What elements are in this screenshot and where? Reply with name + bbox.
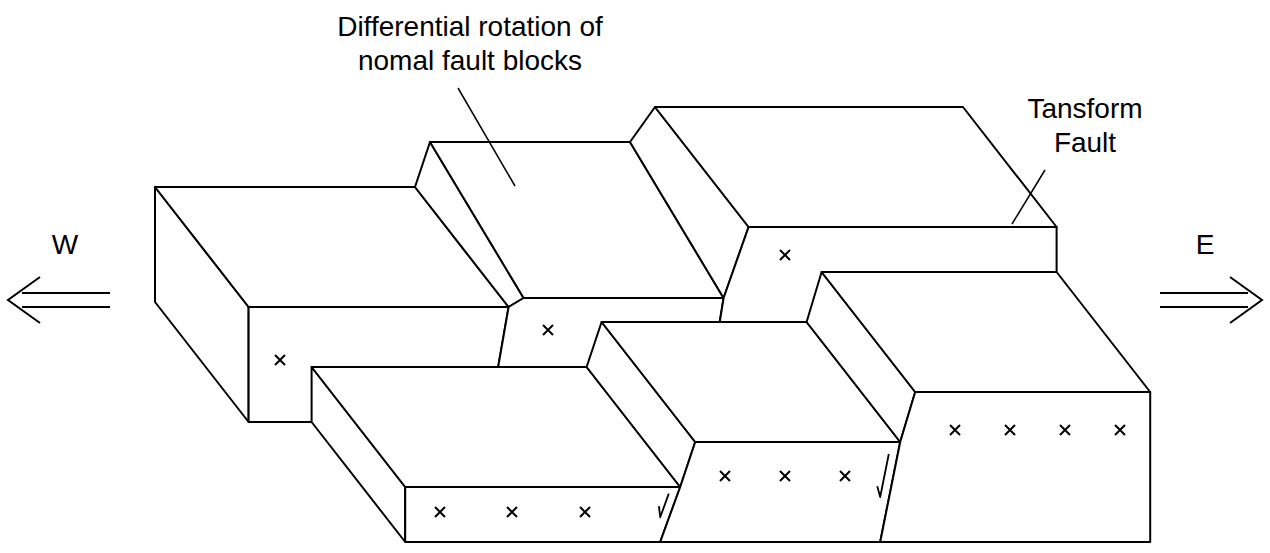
callout-label: Differential rotation of nomal fault blo… <box>320 10 620 77</box>
extension-arrows <box>8 277 1262 323</box>
cross-symbol <box>950 425 960 435</box>
slip-half-arrow <box>659 494 669 518</box>
cross-symbol <box>780 250 790 260</box>
extension-arrow <box>8 277 110 323</box>
fault-blocks <box>155 107 1150 542</box>
cross-symbol <box>840 471 850 481</box>
cross-symbol <box>275 355 285 365</box>
cross-symbol <box>1060 425 1070 435</box>
cross-symbol <box>435 507 445 517</box>
leader-line <box>1012 170 1045 224</box>
direction-label: W <box>40 228 90 262</box>
callout-label: Tansform Fault <box>1010 92 1160 159</box>
cross-symbol <box>780 471 790 481</box>
block-top-face <box>822 272 1151 392</box>
cross-symbol <box>720 471 730 481</box>
direction-label: E <box>1180 228 1230 262</box>
block-front-face <box>880 392 1150 542</box>
slip-half-arrow <box>877 454 889 497</box>
extension-arrow <box>1160 277 1262 323</box>
block-top-face <box>655 107 1057 227</box>
cross-symbol <box>1115 425 1125 435</box>
block-front-face <box>405 487 680 542</box>
crust-pattern <box>275 250 1125 517</box>
leader-lines <box>458 88 1045 224</box>
cross-symbol <box>580 507 590 517</box>
leader-line <box>458 88 515 186</box>
cross-symbol <box>543 325 553 335</box>
slip-arrows <box>659 454 889 517</box>
block-front-face <box>660 442 900 542</box>
cross-symbol <box>507 507 517 517</box>
cross-symbol <box>1005 425 1015 435</box>
